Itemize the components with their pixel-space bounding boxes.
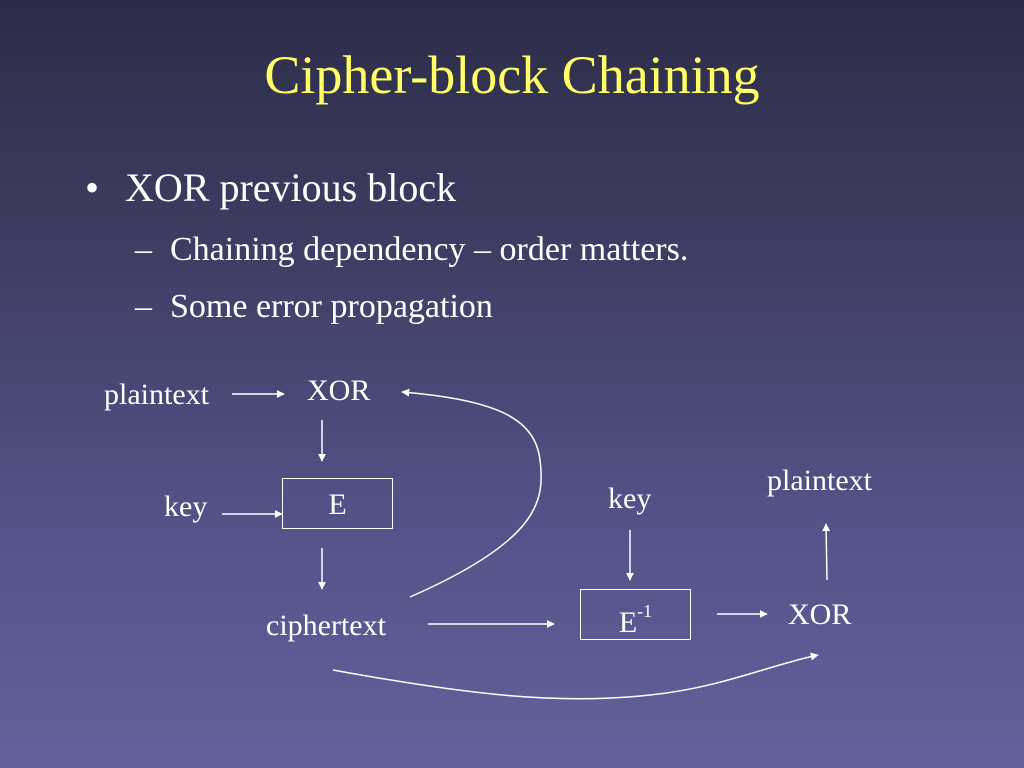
bullet-marker: • — [85, 165, 100, 210]
key-label: key — [164, 490, 208, 523]
subbullet-text: Chaining dependency – order matters. — [170, 231, 689, 268]
decrypt-xor-label: XOR — [788, 598, 852, 631]
cipher-box: E — [282, 478, 393, 529]
decipher-box-label: E — [618, 606, 638, 639]
ciphertext-label: ciphertext — [266, 609, 386, 642]
arrow-xor-to-plaintext — [822, 523, 831, 581]
cipher-box-label: E — [328, 488, 347, 521]
xor-label: XOR — [307, 374, 371, 407]
decipher-box: E-1 — [580, 589, 691, 640]
subbullet-item: –Some error propagation — [135, 287, 493, 327]
arrow-feedback-to-xor — [401, 388, 542, 598]
subbullet-text: Some error propagation — [170, 288, 493, 325]
subbullet-item: –Chaining dependency – order matters. — [135, 230, 688, 270]
slide-title: Cipher-block Chaining — [264, 45, 760, 105]
plaintext-label: plaintext — [104, 378, 209, 411]
decrypt-plaintext-label: plaintext — [767, 464, 872, 497]
decrypt-key-label: key — [608, 482, 652, 515]
subbullet-marker: – — [135, 231, 152, 268]
arrow-prev-ciphertext-to-xor — [332, 652, 819, 700]
bullet-item: • XOR previous block — [85, 165, 456, 211]
subbullet-marker: – — [135, 288, 152, 325]
bullet-text: XOR previous block — [125, 165, 457, 210]
decipher-box-superscript: -1 — [637, 601, 653, 621]
